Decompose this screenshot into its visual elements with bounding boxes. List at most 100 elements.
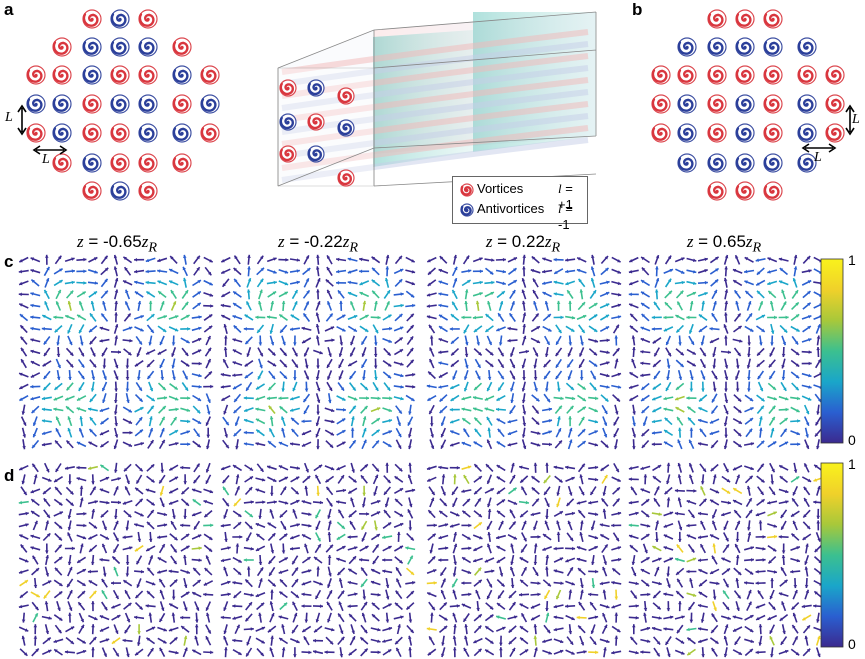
vector-arrow (440, 427, 447, 438)
vector-arrow (484, 359, 494, 368)
vector-arrow (628, 292, 639, 297)
vector-arrow (449, 418, 460, 424)
vector-arrow (382, 371, 392, 379)
vector-arrow (99, 464, 110, 472)
vector-arrow (371, 267, 380, 276)
vector-arrow (53, 382, 63, 391)
vector-arrow (472, 407, 483, 412)
vector-arrow (674, 615, 685, 620)
vector-arrow (232, 302, 242, 310)
vector-arrow (90, 347, 96, 357)
vector-arrow (146, 359, 155, 368)
vector-arrow (534, 543, 538, 554)
vector-arrow (654, 254, 660, 265)
vector-arrow (510, 578, 515, 589)
vector-arrow (347, 592, 358, 597)
vector-arrow (302, 393, 311, 403)
vector-arrow (519, 603, 529, 610)
vector-arrow (720, 500, 732, 505)
vortex-icon (651, 65, 671, 85)
vector-arrow (709, 568, 720, 575)
z-unit: z (342, 232, 350, 251)
vector-arrow (281, 335, 286, 346)
vector-arrow (532, 289, 539, 300)
vector-arrow (676, 544, 684, 553)
vector-arrow (267, 532, 276, 542)
vector-arrow (588, 396, 599, 401)
vector-arrow (664, 301, 673, 311)
vector-arrow (486, 474, 493, 485)
vector-arrow (361, 612, 367, 623)
vector-arrow (326, 300, 333, 311)
vector-arrow (53, 590, 63, 599)
vector-arrow (408, 612, 413, 623)
vector-arrow (565, 649, 575, 656)
vector-arrow (350, 624, 355, 635)
vector-arrow (77, 601, 86, 611)
vector-arrow (20, 416, 27, 427)
vector-arrow (203, 580, 214, 587)
vector-arrow (472, 315, 483, 320)
vector-arrow (519, 475, 529, 484)
legend-antivortices-value: l = -1 (558, 201, 587, 232)
vector-arrow (640, 279, 651, 287)
vector-arrow (180, 569, 191, 574)
vector-arrow (628, 303, 639, 309)
vector-arrow (721, 475, 731, 483)
vector-arrow (42, 580, 52, 587)
vector-arrow (453, 647, 457, 658)
vector-arrow (724, 335, 728, 346)
vector-arrow (712, 589, 717, 600)
vector-arrow (134, 315, 145, 320)
vector-arrow (652, 464, 662, 472)
antivortex-icon (677, 37, 697, 57)
vector-arrow (328, 393, 332, 404)
vector-arrow (347, 269, 358, 274)
vector-arrow (697, 257, 708, 262)
vector-arrow (674, 557, 685, 563)
vector-arrow (723, 624, 729, 635)
vector-arrow (123, 348, 132, 356)
vector-arrow (112, 532, 120, 542)
vector-arrow (64, 650, 75, 654)
vector-arrow (568, 624, 573, 635)
vector-arrow (542, 313, 552, 322)
vector-arrow (588, 359, 598, 368)
vector-arrow (461, 546, 472, 551)
vector-arrow (767, 511, 778, 517)
vector-arrow (405, 602, 415, 611)
vector-arrow (642, 416, 648, 427)
vector-arrow (628, 477, 639, 481)
vector-arrow (602, 554, 607, 566)
vector-arrow (382, 419, 393, 424)
vector-arrow (360, 405, 369, 414)
vector-arrow (510, 393, 515, 404)
vector-arrow (255, 488, 266, 494)
vector-arrow (169, 383, 179, 391)
vector-arrow (507, 326, 518, 331)
vector-arrow (303, 635, 310, 646)
vector-arrow (686, 557, 697, 563)
vector-arrow (160, 370, 165, 381)
vector-arrow (757, 381, 764, 392)
vector-arrow (325, 636, 334, 645)
vector-arrow (579, 474, 584, 485)
vector-arrow (33, 474, 38, 485)
vector-arrow (463, 474, 470, 485)
vector-arrow (313, 625, 323, 633)
vector-arrow (146, 509, 155, 519)
vector-arrow (767, 269, 778, 274)
vector-arrow (76, 534, 87, 540)
vector-arrow (701, 381, 705, 392)
vector-arrow (591, 554, 595, 566)
vector-arrow (790, 569, 801, 574)
vector-arrow (779, 417, 789, 425)
antivortex-icon (460, 203, 474, 217)
vector-arrow (654, 289, 659, 300)
vector-arrow (588, 592, 599, 597)
vector-arrow (146, 463, 155, 472)
vector-arrow (183, 578, 188, 589)
vector-arrow (709, 499, 720, 506)
vector-arrow (755, 650, 766, 655)
vector-arrow (180, 314, 190, 321)
